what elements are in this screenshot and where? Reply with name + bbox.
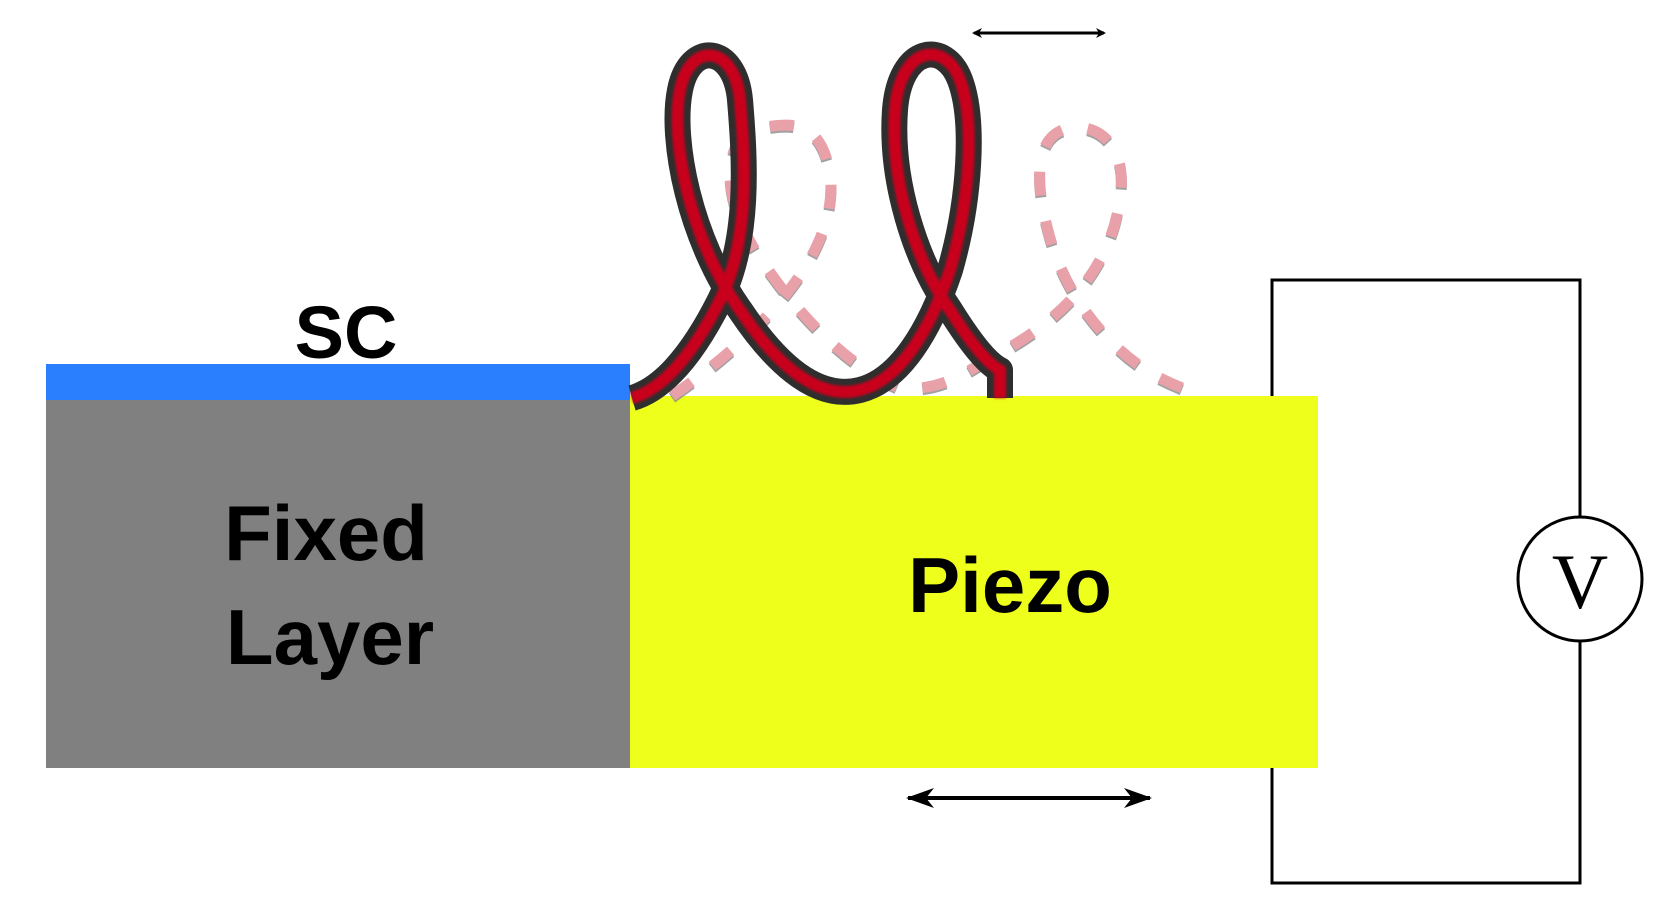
sc-label: SC: [295, 291, 398, 374]
voltmeter-label: V: [1552, 538, 1608, 625]
fixed-layer-label-line2: Layer: [226, 593, 434, 681]
piezo-block: [630, 396, 1318, 768]
voltmeter-circuit: [1270, 278, 1644, 885]
voltmeter-icon: [1516, 515, 1644, 643]
helix-coil-core: [630, 48, 1006, 404]
circuit-wire-bottom: [1270, 642, 1582, 885]
fixed-layer-label-line1: Fixed: [224, 489, 428, 577]
circuit-wire-top: [1270, 278, 1582, 516]
sc-layer: [46, 364, 630, 400]
piezo-label: Piezo: [908, 541, 1112, 629]
ghost-helix-path: [668, 119, 1207, 402]
fixed-layer-block: [46, 398, 630, 768]
ghost-helix: [668, 119, 1207, 404]
helix-coil: [627, 41, 1013, 411]
